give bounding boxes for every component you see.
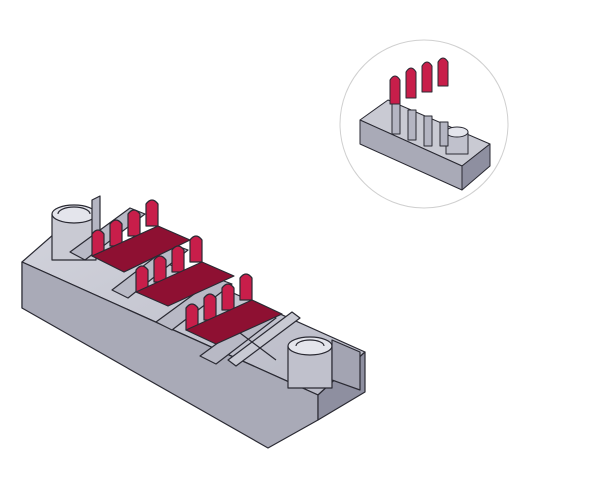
terminal-row-1 <box>91 199 191 273</box>
inset-body-side <box>461 143 491 191</box>
rib-wall-1 <box>69 207 146 261</box>
terminal <box>153 255 167 283</box>
terminal-row-2 <box>135 235 235 307</box>
inset-post <box>445 126 469 138</box>
base-front-face <box>21 261 319 449</box>
inset-terminal <box>405 67 417 99</box>
inset-terminal <box>389 75 401 105</box>
terminal-row-3 <box>185 273 283 345</box>
terminal <box>203 293 217 321</box>
inset-view <box>339 39 509 209</box>
connector-block-main <box>21 195 366 449</box>
terminal <box>135 265 149 293</box>
terminal <box>127 209 141 237</box>
terminal <box>189 235 203 263</box>
terminal <box>109 219 123 247</box>
rib-wall-2 <box>111 243 189 299</box>
inset-terminal <box>421 61 433 93</box>
terminal <box>239 273 253 301</box>
terminal <box>221 283 235 311</box>
inset-terminal <box>437 57 449 87</box>
terminal <box>171 245 185 273</box>
terminal <box>91 229 105 257</box>
right-post <box>287 336 361 391</box>
terminal <box>185 303 199 331</box>
terminal <box>145 199 159 227</box>
brace <box>227 311 301 367</box>
